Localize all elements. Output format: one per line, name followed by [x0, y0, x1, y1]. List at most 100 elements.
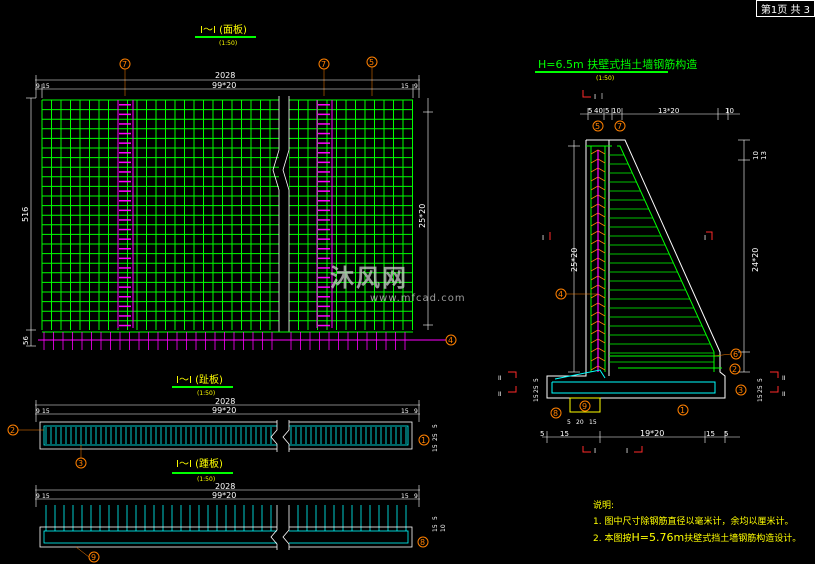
- svg-text:99*20: 99*20: [212, 406, 236, 415]
- svg-text:9: 9: [36, 493, 40, 500]
- svg-text:7: 7: [321, 60, 326, 69]
- svg-text:10: 10: [752, 151, 760, 160]
- svg-text:5: 5: [595, 122, 600, 131]
- page-indicator: 第1页 共 3: [760, 5, 810, 16]
- svg-text:13*20: 13*20: [658, 107, 679, 115]
- mark-1-b: 1: [677, 404, 689, 416]
- mark-4-a: 4: [445, 334, 457, 346]
- wall-outline: [546, 139, 726, 399]
- mark-2-b: 2: [729, 363, 741, 375]
- svg-text:9: 9: [91, 553, 96, 562]
- svg-text:9: 9: [582, 402, 587, 411]
- svg-text:8: 8: [553, 409, 558, 418]
- mark-3-b: 3: [735, 384, 747, 396]
- svg-text:I: I: [594, 447, 596, 455]
- section-rebars: [586, 145, 722, 372]
- elevation-scale: (1:50): [219, 40, 237, 47]
- note-2: 2. 本图按H=5.76m扶壁式挡土墙钢筋构造设计。: [593, 531, 802, 544]
- svg-text:(1:50): (1:50): [197, 476, 215, 483]
- svg-text:15: 15: [432, 524, 439, 532]
- mark-9-b: 9: [579, 400, 591, 412]
- svg-text:I: I: [626, 447, 628, 455]
- svg-text:4: 4: [448, 336, 453, 345]
- svg-text:15: 15: [706, 430, 715, 438]
- elevation-title: I～I (面板): [200, 23, 247, 36]
- svg-text:15: 15: [533, 394, 540, 402]
- elevation-view: I～I (面板) (1:50) 7 7 5: [21, 23, 457, 350]
- svg-text:II: II: [782, 391, 786, 398]
- bottom-dowels: [43, 332, 406, 350]
- svg-text:2: 2: [732, 365, 737, 374]
- svg-text:3: 3: [738, 386, 743, 395]
- svg-text:II: II: [782, 375, 786, 382]
- svg-text:7: 7: [122, 60, 127, 69]
- svg-text:I: I: [594, 93, 596, 101]
- mark-4-b: 4: [555, 288, 598, 300]
- svg-text:1: 1: [421, 436, 426, 445]
- mark-6-a: 6: [713, 348, 742, 360]
- svg-text:13: 13: [760, 151, 768, 160]
- svg-text:(1:50): (1:50): [197, 390, 215, 397]
- svg-text:5: 5: [540, 430, 544, 438]
- svg-text:6: 6: [733, 350, 738, 359]
- svg-text:25: 25: [757, 385, 764, 393]
- svg-text:10: 10: [612, 107, 621, 115]
- svg-text:15: 15: [432, 444, 439, 452]
- tie-markers: [119, 104, 330, 327]
- svg-text:20: 20: [576, 419, 584, 426]
- svg-text:15: 15: [42, 408, 50, 415]
- mark-1-a: 1: [418, 434, 430, 446]
- mark-9-a: 9: [75, 546, 100, 563]
- svg-text:9: 9: [414, 83, 418, 90]
- svg-text:15: 15: [401, 83, 409, 90]
- svg-text:3: 3: [78, 459, 83, 468]
- plan-mid-title: I～I (趾板): [176, 373, 223, 386]
- mark-2-a: 2: [7, 424, 44, 436]
- svg-text:4: 4: [558, 290, 563, 299]
- svg-text:5: 5: [724, 430, 728, 438]
- svg-text:10: 10: [440, 524, 447, 532]
- svg-text:5: 5: [567, 419, 571, 426]
- svg-text:9: 9: [414, 408, 418, 415]
- svg-text:15: 15: [42, 493, 50, 500]
- svg-text:25: 25: [432, 433, 439, 441]
- svg-text:2028: 2028: [215, 482, 235, 491]
- svg-text:9: 9: [414, 493, 418, 500]
- watermark-brand: 沐风网: [330, 264, 408, 292]
- svg-text:5: 5: [605, 107, 609, 115]
- notes-block: 说明: 1. 图中尺寸除钢筋直径以毫米计，余均以厘米计。 2. 本图按H=5.7…: [593, 498, 801, 547]
- svg-text:(1:50): (1:50): [596, 75, 614, 82]
- elev-dim-lines: [26, 75, 433, 347]
- svg-text:II: II: [498, 391, 502, 398]
- counterfort-ties: [117, 100, 333, 328]
- svg-text:15: 15: [560, 430, 569, 438]
- watermark: 沐风网 www.mfcad.com: [330, 258, 466, 304]
- svg-text:25*20: 25*20: [570, 248, 579, 272]
- cross-section-view: H=6.5m 扶壁式挡土墙钢筋构造 (1:50) I 5 40 5 10 13*…: [498, 57, 786, 455]
- section-title: H=6.5m 扶壁式挡土墙钢筋构造: [538, 57, 697, 71]
- note-1: 1. 图中尺寸除钢筋直径以毫米计，余均以厘米计。: [593, 517, 794, 527]
- plan-toe-bars: [45, 427, 407, 444]
- mark-5-a: 5: [366, 56, 378, 96]
- svg-text:15: 15: [757, 394, 764, 402]
- elev-spacing-dim: 99*20: [212, 81, 236, 90]
- svg-text:19*20: 19*20: [640, 429, 664, 438]
- watermark-url: www.mfcad.com: [370, 293, 466, 304]
- svg-text:I: I: [542, 234, 544, 242]
- svg-text:5: 5: [432, 516, 439, 520]
- plan-heel-view: I～I (踵板) (1:50) 2028 99*20 9 15 15 9 9 8: [35, 457, 447, 563]
- svg-text:5: 5: [369, 58, 374, 67]
- svg-text:5: 5: [533, 378, 540, 382]
- svg-text:2028: 2028: [215, 397, 235, 406]
- svg-text:40: 40: [594, 107, 603, 115]
- section-marker-top: I: [582, 90, 603, 101]
- mark-5-b: 5: [592, 120, 604, 132]
- rebar-mesh-right: [288, 99, 413, 330]
- svg-text:25: 25: [533, 385, 540, 393]
- svg-text:5: 5: [588, 107, 592, 115]
- svg-text:5: 5: [432, 424, 439, 428]
- svg-text:8: 8: [420, 538, 425, 547]
- mark-8-b: 8: [550, 407, 562, 419]
- svg-text:7: 7: [617, 122, 622, 131]
